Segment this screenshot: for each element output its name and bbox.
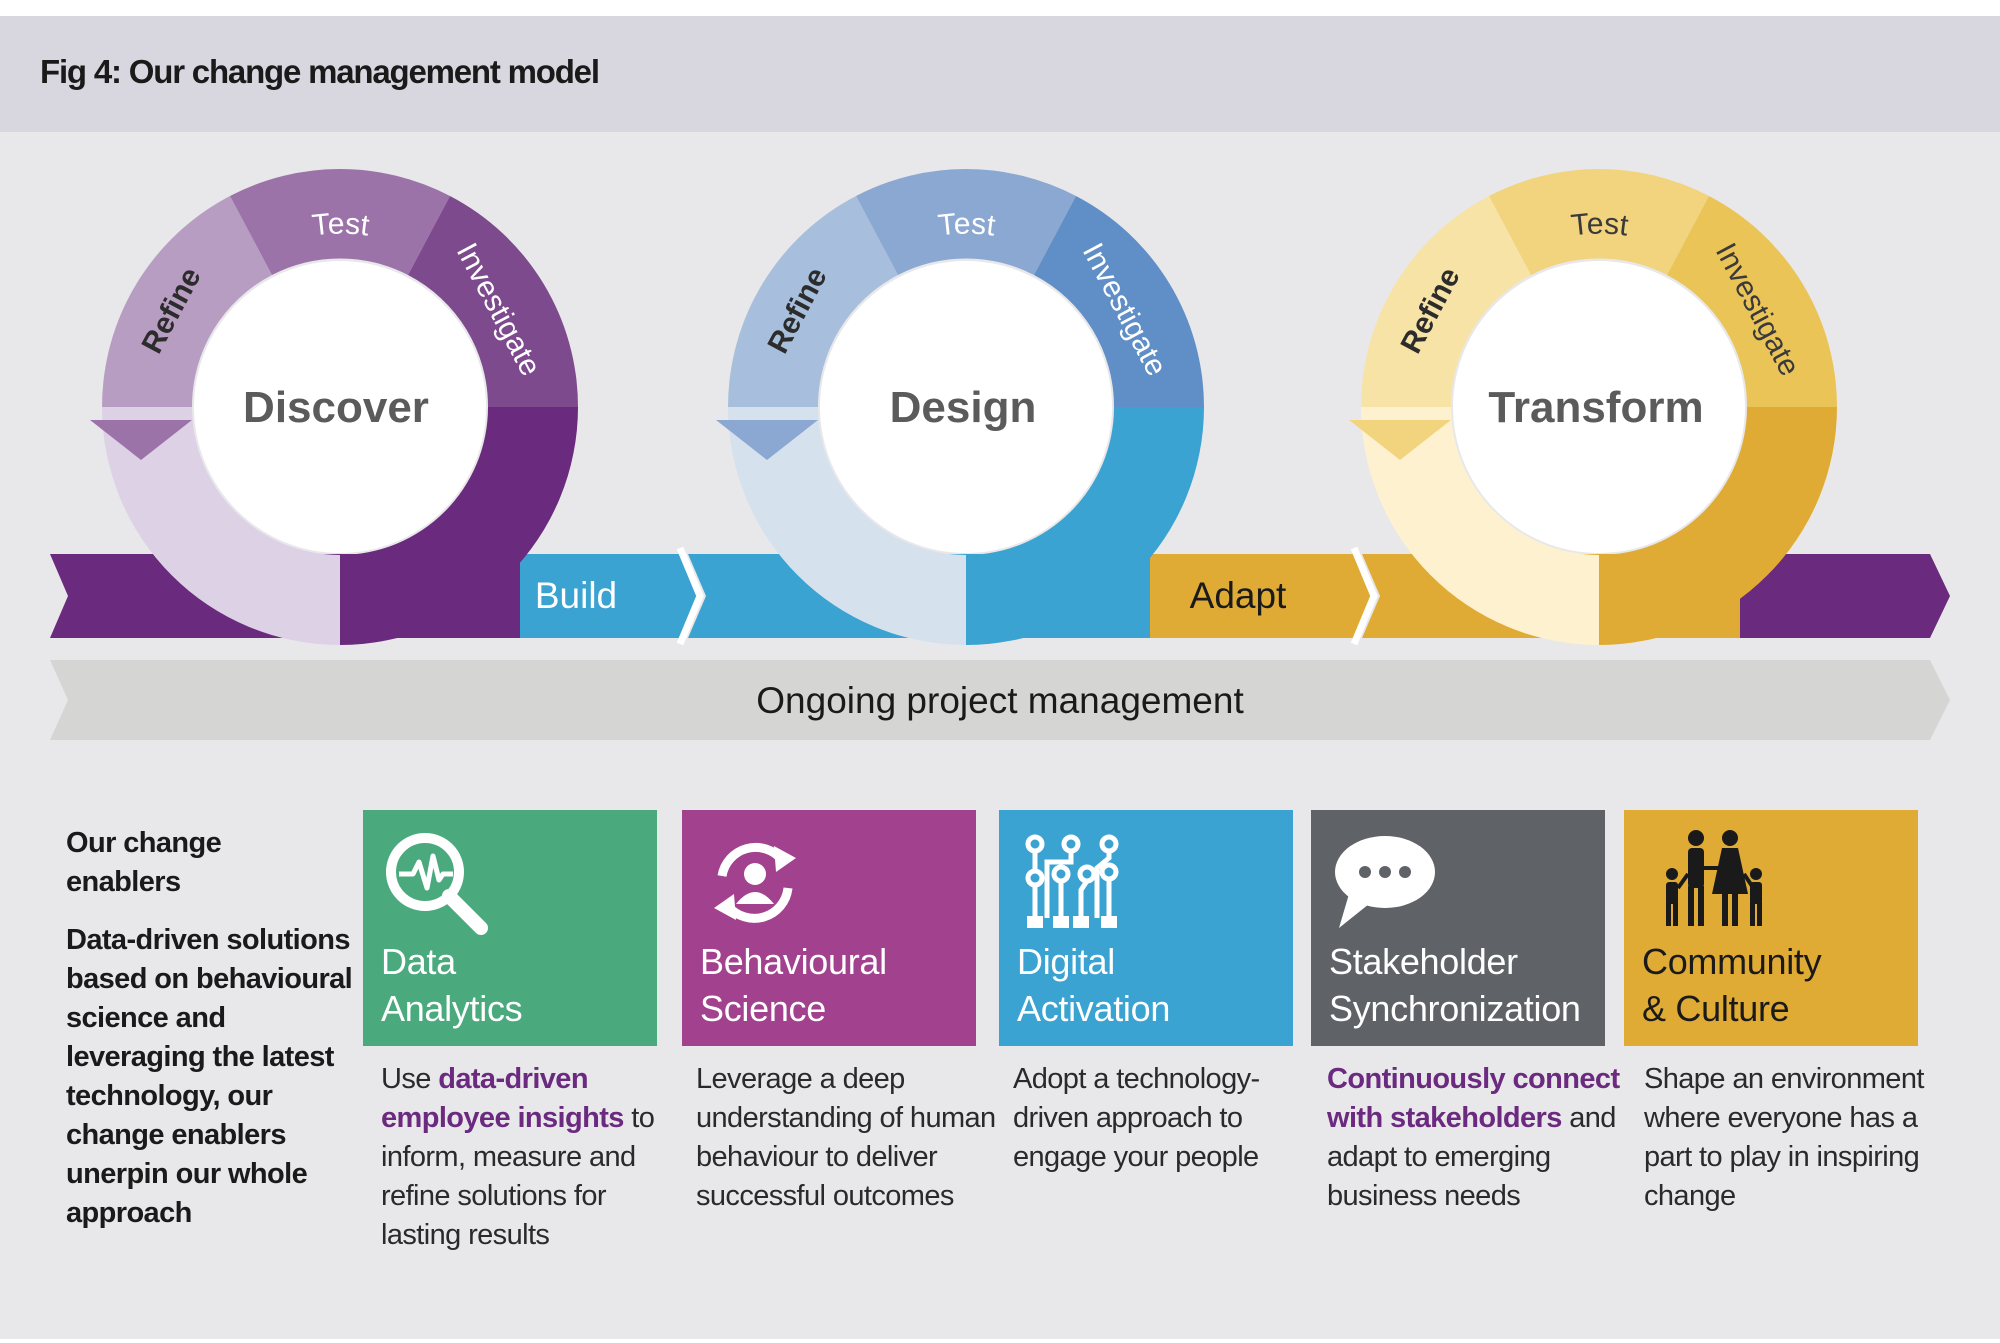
enabler-tile-community-culture: Community & Culture xyxy=(1624,810,1918,1046)
ring-arrow-head xyxy=(716,420,818,460)
ring-segment-main xyxy=(966,407,1204,645)
ring-segment-main xyxy=(1599,407,1837,645)
desc-highlight: Continuously connect with stakeholders xyxy=(1327,1063,1620,1134)
build-label: Build xyxy=(535,575,617,616)
chevron-separator-2 xyxy=(1350,546,1378,646)
enablers-heading-line2: enablers xyxy=(66,866,181,898)
band-purple-end xyxy=(1740,554,1950,638)
ring-label-test: Test xyxy=(310,208,371,243)
enabler-description-behavioural-science: Leverage a deep understanding of human b… xyxy=(696,1060,996,1216)
desc-text: Leverage a deep understanding of human b… xyxy=(696,1063,996,1212)
phase-label-design: Design xyxy=(890,383,1037,432)
desc-text: Shape an environment where everyone has … xyxy=(1644,1063,1924,1212)
ring-segment-refine xyxy=(1361,196,1531,407)
tile-title-line2: Synchronization xyxy=(1329,988,1581,1029)
magnifier-pulse-icon xyxy=(386,833,488,935)
ring-segment-light xyxy=(728,407,966,645)
title-bar xyxy=(0,16,2000,132)
ring-segment-refine xyxy=(102,196,272,407)
enabler-tile-title: Behavioural Science xyxy=(700,938,887,1032)
enabler-description-data-analytics: Use data-driven employee insights to inf… xyxy=(381,1060,681,1255)
enabler-description-stakeholder-synchronization: Continuously connect with stakeholders a… xyxy=(1327,1060,1627,1216)
desc-highlight: data-driven employee insights xyxy=(381,1063,624,1134)
ring-arrow-head xyxy=(1349,420,1451,460)
ring-segment-refine xyxy=(728,196,898,407)
ring-segment-test xyxy=(230,169,450,275)
enabler-tile-title: Community & Culture xyxy=(1642,938,1822,1032)
enabler-tile-digital-activation: Digital Activation xyxy=(999,810,1293,1046)
speech-bubble-icon xyxy=(1335,836,1435,928)
tile-title-line1: Digital xyxy=(1017,941,1115,982)
enabler-tile-data-analytics: Data Analytics xyxy=(363,810,657,1046)
person-cycle-icon xyxy=(714,842,796,923)
enabler-tile-stakeholder-synchronization: Stakeholder Synchronization xyxy=(1311,810,1605,1046)
enabler-tile-title: Data Analytics xyxy=(381,938,523,1032)
figure-title: Fig 4: Our change management model xyxy=(40,53,600,90)
ring-hub xyxy=(820,261,1112,553)
ring-segment-test xyxy=(856,169,1076,275)
desc-text: and adapt to emerging business needs xyxy=(1327,1102,1616,1212)
desc-text: Use xyxy=(381,1063,439,1095)
ring-segment-test xyxy=(1489,169,1709,275)
tile-title-line2: Activation xyxy=(1017,988,1171,1029)
chevron-separator-1 xyxy=(676,546,704,646)
adapt-arrow xyxy=(1150,554,1374,638)
enablers-heading: Our change enablers xyxy=(66,824,346,902)
tile-title-line2: Analytics xyxy=(381,988,523,1029)
circuit-icon xyxy=(1025,834,1119,928)
ring-design xyxy=(716,169,1204,645)
desc-text: to inform, measure and refine solutions … xyxy=(381,1102,655,1251)
enabler-tile-title: Stakeholder Synchronization xyxy=(1329,938,1581,1032)
tile-title-line2: & Culture xyxy=(1642,988,1790,1029)
ring-segment-light xyxy=(1361,407,1599,645)
ring-segment-investigate xyxy=(408,196,578,407)
tile-title-line1: Community xyxy=(1642,941,1822,982)
tile-title-line2: Science xyxy=(700,988,826,1029)
tile-title-line1: Behavioural xyxy=(700,941,887,982)
ring-segment-investigate xyxy=(1667,196,1837,407)
ring-segment-investigate xyxy=(1034,196,1204,407)
build-arrow xyxy=(520,554,700,638)
adapt-label: Adapt xyxy=(1190,575,1287,616)
ring-transform xyxy=(1349,169,1837,645)
ring-hub xyxy=(194,261,486,553)
ring-arrow-head xyxy=(90,420,192,460)
desc-text: Adopt a technology-driven approach to en… xyxy=(1013,1063,1260,1173)
enabler-description-community-culture: Shape an environment where everyone has … xyxy=(1644,1060,1944,1216)
ongoing-project-band xyxy=(50,660,1950,740)
ring-segment-light xyxy=(102,407,340,645)
ring-label-test: Test xyxy=(1569,208,1630,243)
tile-title-line1: Stakeholder xyxy=(1329,941,1518,982)
phase-label-transform: Transform xyxy=(1488,383,1703,432)
phase-label-discover: Discover xyxy=(243,383,429,432)
enabler-tile-title: Digital Activation xyxy=(1017,938,1170,1032)
ring-discover xyxy=(90,169,578,645)
family-icon xyxy=(1666,830,1762,926)
enablers-intro: Data-driven solutions based on behaviour… xyxy=(66,924,353,1229)
enablers-heading-line1: Our change xyxy=(66,827,222,859)
tile-title-line1: Data xyxy=(381,941,456,982)
ring-label-test: Test xyxy=(936,208,997,243)
ring-segment-main xyxy=(340,407,578,645)
ongoing-project-label: Ongoing project management xyxy=(756,680,1244,721)
enabler-description-digital-activation: Adopt a technology-driven approach to en… xyxy=(1013,1060,1313,1177)
ring-hub xyxy=(1453,261,1745,553)
enabler-tile-behavioural-science: Behavioural Science xyxy=(682,810,976,1046)
